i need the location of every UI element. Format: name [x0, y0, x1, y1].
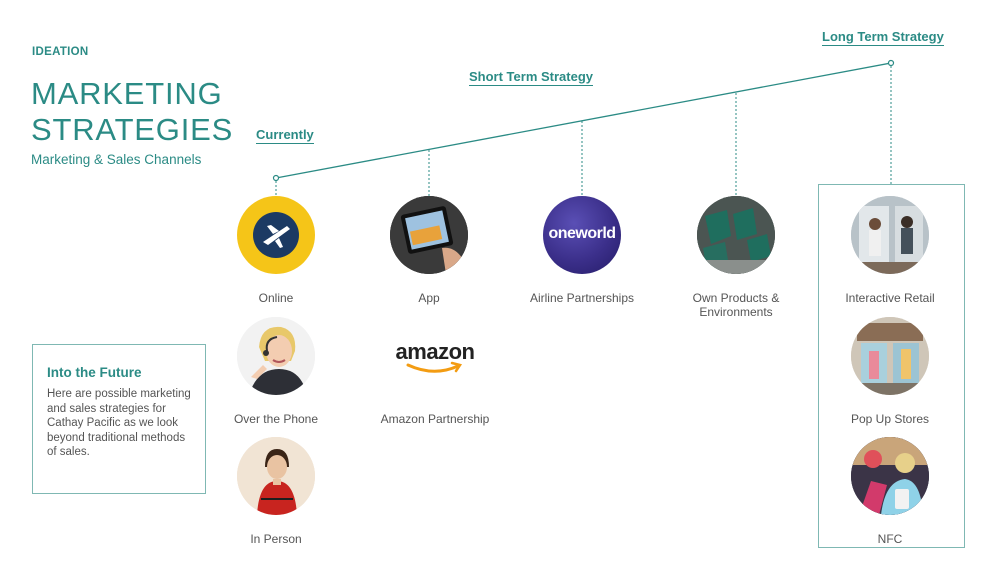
channel-airline-partnerships[interactable]: oneworld Airline Partnerships: [517, 196, 647, 305]
channel-online[interactable]: Online: [211, 196, 341, 305]
oneworld-logo-icon: oneworld: [543, 196, 621, 274]
channel-label-line-2: Environments: [699, 305, 773, 319]
oneworld-wordmark: oneworld: [548, 225, 616, 242]
timeline-start-dot: [272, 174, 280, 182]
tablet-app-icon: [390, 196, 468, 274]
channel-label: In Person: [250, 532, 302, 546]
channel-label: Online: [258, 291, 294, 305]
channel-label: Airline Partnerships: [529, 291, 635, 305]
amazon-wordmark: amazon: [395, 339, 475, 364]
long-term-group-box: [818, 184, 965, 548]
channel-label: Pop Up Stores: [850, 412, 930, 426]
timeline-end-dot: [887, 59, 895, 67]
channel-label: Over the Phone: [233, 412, 319, 426]
channel-label-line-1: Own Products &: [692, 291, 780, 305]
amazon-smile-icon: [406, 361, 463, 373]
channel-label: Interactive Retail: [845, 291, 935, 305]
future-heading: Into the Future: [47, 365, 142, 380]
amazon-logo-icon: amazon: [396, 317, 475, 395]
channel-amazon-partnership[interactable]: amazon Amazon Partnership: [370, 317, 500, 426]
page-subtitle: Marketing & Sales Channels: [31, 152, 202, 167]
page-title: MARKETING STRATEGIES: [31, 76, 233, 148]
into-the-future-box: Into the Future Here are possible market…: [32, 344, 206, 494]
nfc-icon: [851, 437, 929, 515]
channel-interactive-retail[interactable]: Interactive Retail: [825, 196, 955, 305]
cabin-seats-icon: [697, 196, 775, 274]
channel-nfc[interactable]: NFC: [825, 437, 955, 546]
phone-agent-icon: [237, 317, 315, 395]
interactive-retail-icon: [851, 196, 929, 274]
title-line-1: MARKETING: [31, 76, 223, 111]
channel-label: Amazon Partnership: [380, 412, 490, 426]
channel-label: Own Products & Environments: [671, 291, 801, 319]
stage-label-short-term: Short Term Strategy: [469, 69, 594, 86]
channel-in-person[interactable]: In Person: [211, 437, 341, 546]
channel-label: App: [418, 291, 440, 305]
stage-label-long-term: Long Term Strategy: [822, 29, 944, 46]
channel-over-the-phone[interactable]: Over the Phone: [211, 317, 341, 426]
future-body: Here are possible marketing and sales st…: [47, 388, 191, 458]
expedia-icon: [237, 196, 315, 274]
channel-app[interactable]: App: [364, 196, 494, 305]
flight-attendant-icon: [237, 437, 315, 515]
title-line-2: STRATEGIES: [31, 112, 234, 147]
section-eyebrow: IDEATION: [32, 46, 89, 58]
channel-pop-up-stores[interactable]: Pop Up Stores: [825, 317, 955, 426]
pop-up-store-icon: [851, 317, 929, 395]
stage-label-currently: Currently: [256, 127, 314, 144]
channel-own-products[interactable]: Own Products & Environments: [671, 196, 801, 319]
channel-label: NFC: [877, 532, 903, 546]
